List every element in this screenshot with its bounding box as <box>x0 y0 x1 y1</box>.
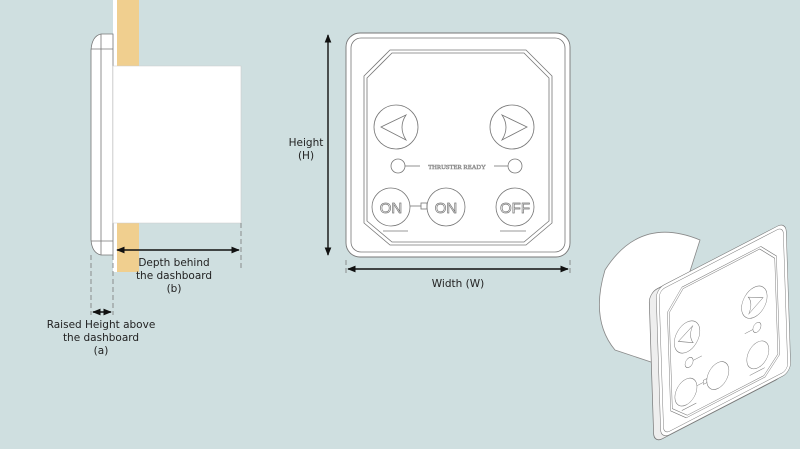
on-button-2: ON <box>435 200 458 217</box>
raised-label-line3: (a) <box>94 345 109 357</box>
side-view: Depth behind the dashboard (b) Raised He… <box>47 0 242 357</box>
raised-label-line1: Raised Height above <box>47 319 156 331</box>
isometric-view <box>599 221 792 441</box>
bezel-side <box>90 33 114 256</box>
front-view: ON ON OFF THRUSTER READY Height (H) Widt… <box>289 32 571 290</box>
height-label-line1: Height <box>289 137 324 149</box>
depth-label-line1: Depth behind <box>138 257 209 269</box>
thruster-ready-label: THRUSTER READY <box>428 164 486 171</box>
depth-label-line2: the dashboard <box>136 270 212 282</box>
off-button: OFF <box>500 200 530 217</box>
depth-label-line3: (b) <box>167 283 182 295</box>
raised-label-line2: the dashboard <box>63 332 139 344</box>
height-label-line2: (H) <box>298 150 314 162</box>
width-label: Width (W) <box>432 278 484 290</box>
device-body-side <box>112 65 242 224</box>
on-button-1: ON <box>380 200 403 217</box>
